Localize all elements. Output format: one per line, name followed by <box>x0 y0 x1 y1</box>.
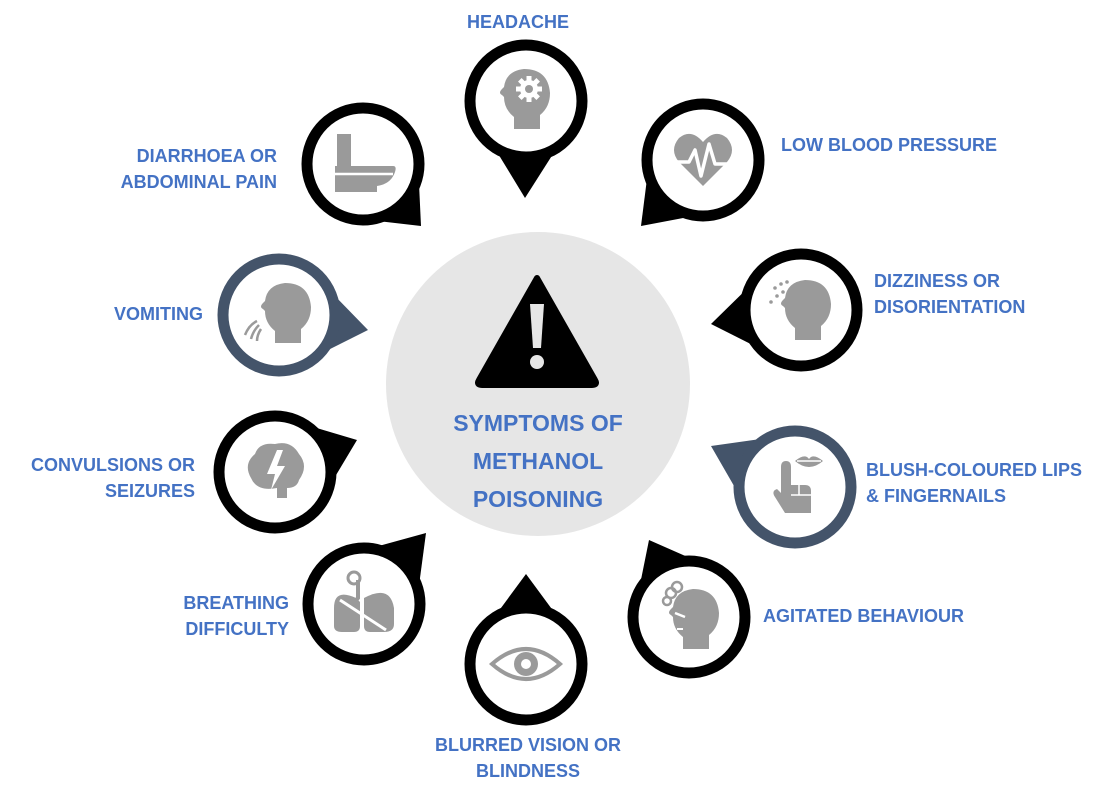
center-title-line-3: POISONING <box>472 486 604 512</box>
label-convulsions: CONVULSIONS OR SEIZURES <box>30 455 195 501</box>
center-title: SYMPTOMS OF METHANOL POISONING <box>387 404 689 518</box>
eye-icon <box>488 647 564 681</box>
pointer-headache <box>497 152 554 198</box>
toilet-icon <box>335 134 396 192</box>
label-diarrhoea: DIARRHOEA OR ABDOMINAL PAIN <box>120 146 277 192</box>
heart-pulse-icon <box>673 133 733 186</box>
center-title-line-1: SYMPTOMS OF <box>453 410 623 436</box>
center-node <box>386 232 690 536</box>
label-dizziness: DIZZINESS OR DISORIENTATION <box>874 271 1026 317</box>
label-vomiting: VOMITING <box>114 304 203 324</box>
label-blush-lips: BLUSH-COLOURED LIPS & FINGERNAILS <box>866 460 1082 506</box>
label-breathing: BREATHING DIFFICULTY <box>183 593 289 639</box>
brain-bolt-icon <box>247 443 304 498</box>
node-breathing <box>302 533 426 666</box>
node-low-blood-pressure <box>641 98 765 226</box>
dizzy-head-icon <box>769 280 831 340</box>
head-gear-icon <box>500 69 550 129</box>
angry-head-icon <box>661 580 719 649</box>
pointer-blurred-vision <box>498 574 554 612</box>
node-diarrhoea <box>301 102 425 226</box>
ring-diarrhoea <box>301 102 425 226</box>
node-headache <box>464 39 588 198</box>
finger-lips-icon <box>773 456 823 513</box>
node-blurred-vision <box>464 574 588 726</box>
node-blush-lips <box>711 425 857 549</box>
vomit-head-icon <box>243 283 311 343</box>
node-dizziness <box>711 248 863 372</box>
label-low-blood-pressure: LOW BLOOD PRESSURE <box>781 135 998 155</box>
label-agitated: AGITATED BEHAVIOUR <box>763 606 964 626</box>
node-agitated <box>627 540 751 679</box>
node-vomiting <box>217 253 368 377</box>
label-headache: HEADACHE <box>466 12 569 32</box>
node-convulsions <box>213 410 357 534</box>
warning-icon <box>475 275 599 388</box>
label-blurred-vision: BLURRED VISION OR BLINDNESS <box>434 735 621 781</box>
center-title-line-2: METHANOL <box>472 448 604 474</box>
lungs-icon <box>334 570 394 632</box>
